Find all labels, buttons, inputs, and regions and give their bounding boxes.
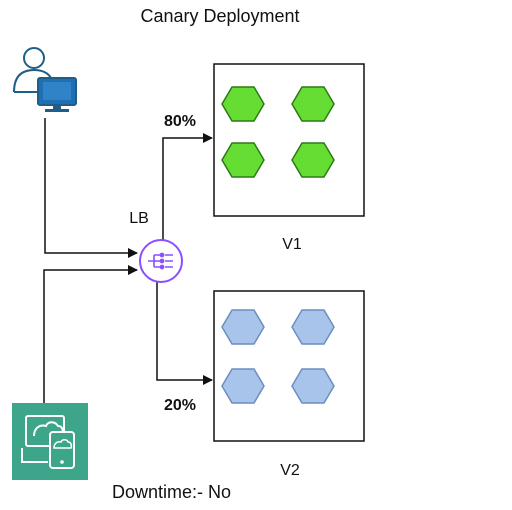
- connectors: [43, 118, 213, 403]
- v2-container: [213, 290, 365, 442]
- cloud-client-device-icon: [12, 403, 88, 480]
- v1-label: V1: [282, 236, 302, 253]
- v1-instance: [221, 142, 265, 178]
- v2-instance: [291, 368, 335, 404]
- v2-instance: [221, 368, 265, 404]
- load-balancer-label: LB: [129, 210, 149, 227]
- connector-lb-to-v2: [156, 282, 213, 385]
- v2-instance-group: [213, 290, 365, 442]
- v2-traffic-label: 20%: [164, 397, 196, 414]
- v1-instance-group: [213, 63, 365, 217]
- v2-instance: [291, 309, 335, 345]
- v1-traffic-label: 80%: [164, 113, 196, 130]
- connector-user-to-lb: [44, 118, 138, 258]
- connector-client-to-lb: [43, 265, 138, 403]
- downtime-label: Downtime:- No: [112, 482, 231, 502]
- v1-instance: [221, 86, 265, 122]
- connector-lb-to-v1: [162, 133, 213, 240]
- v2-label: V2: [280, 462, 300, 479]
- v1-instance: [291, 86, 335, 122]
- v2-instance: [221, 309, 265, 345]
- load-balancer-icon: [139, 239, 183, 283]
- v1-instance: [291, 142, 335, 178]
- diagram-title: Canary Deployment: [140, 6, 299, 26]
- user-workstation-icon: [13, 47, 77, 112]
